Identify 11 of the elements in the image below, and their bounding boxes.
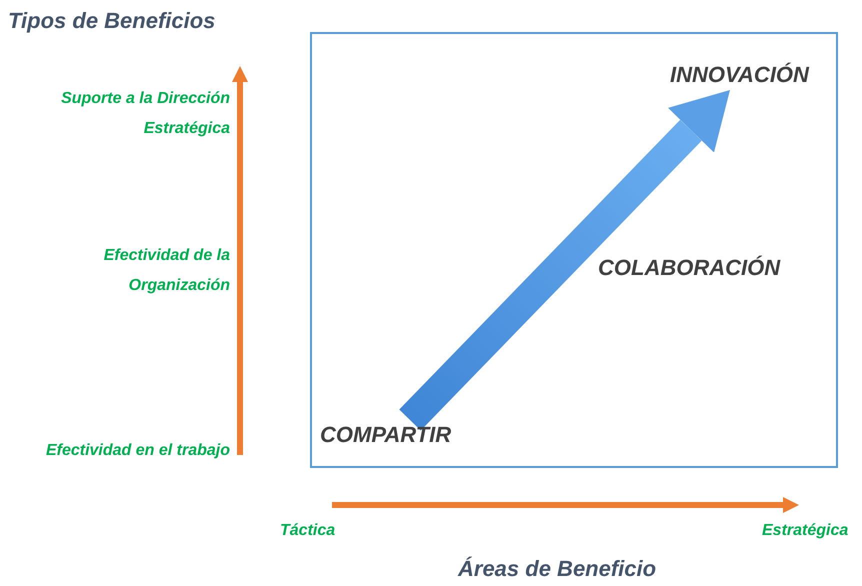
axis-title: Áreas de Beneficio	[458, 556, 656, 582]
stage-label: COLABORACIÓN	[598, 255, 780, 281]
level-label: Suporte a la Dirección Estratégica	[60, 89, 230, 139]
level-label: Efectividad de la Organización	[102, 246, 230, 296]
level-label: Efectividad en el trabajo	[44, 441, 230, 461]
stage-label: INNOVACIÓN	[670, 62, 809, 88]
frame-box	[310, 32, 838, 468]
stage-label: COMPARTIR	[320, 422, 452, 448]
axis-end-label: Estratégica	[762, 521, 848, 541]
axis-title: Tipos de Beneficios	[8, 8, 216, 34]
axis-end-label: Táctica	[280, 521, 336, 541]
